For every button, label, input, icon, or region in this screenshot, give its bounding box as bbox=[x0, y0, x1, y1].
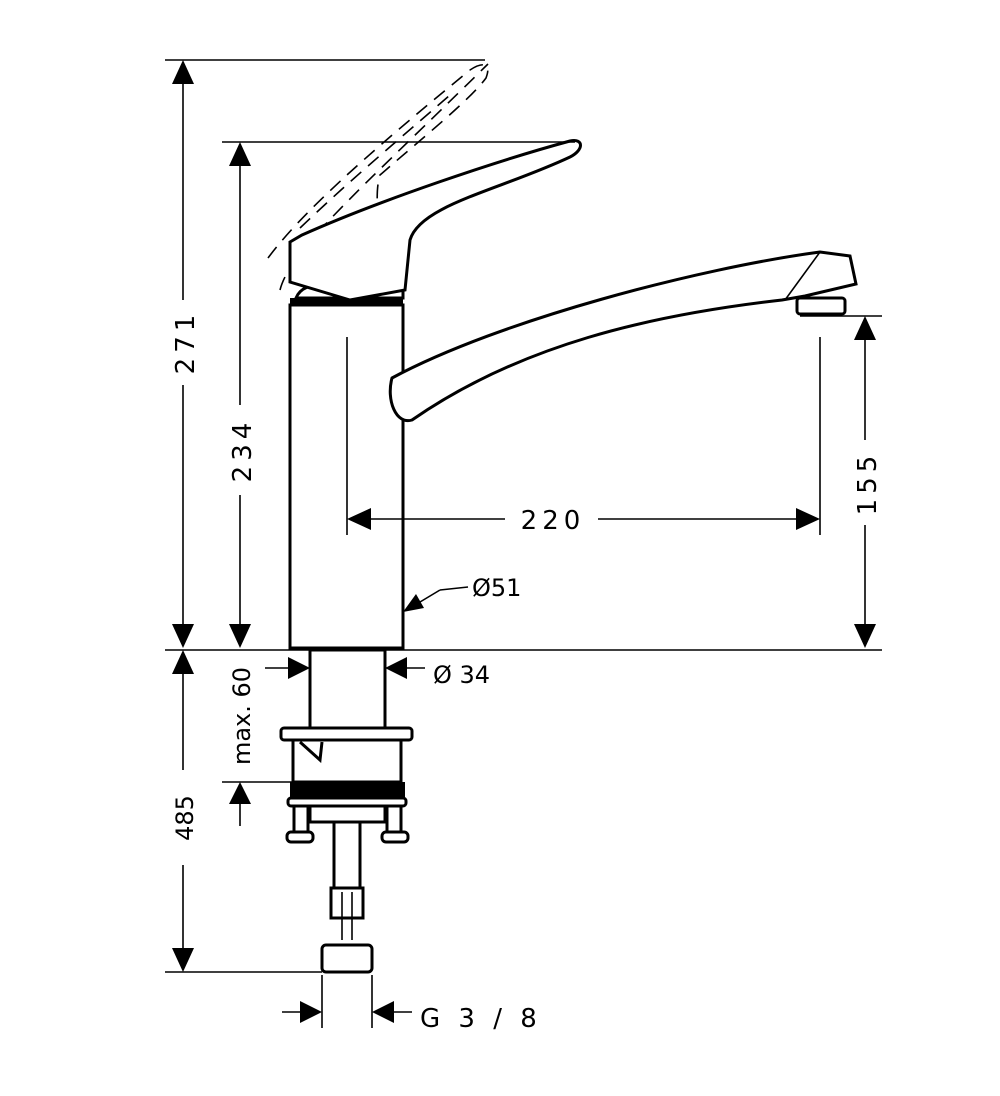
spout-reach-label: 220 bbox=[521, 506, 586, 536]
dimension-spout-height: 155 bbox=[800, 315, 883, 648]
dimension-max-counter-thickness: max. 60 bbox=[222, 667, 292, 826]
max-counter-thickness-label: max. 60 bbox=[228, 667, 256, 765]
spout-height-label: 155 bbox=[853, 451, 883, 516]
shank-diameter-label: Ø 34 bbox=[433, 661, 490, 689]
body-diameter-label: Ø51 bbox=[472, 574, 521, 602]
handle-open-position-dashed bbox=[267, 63, 489, 291]
handle-height-label: 234 bbox=[228, 418, 258, 483]
connection-thread-label: G 3 / 8 bbox=[420, 1004, 542, 1034]
mounting-assembly bbox=[279, 648, 414, 844]
total-height-label: 271 bbox=[171, 310, 201, 375]
dimension-total-height: 271 bbox=[165, 59, 485, 648]
dimension-handle-height: 234 bbox=[222, 141, 575, 648]
dimension-spout-reach: 220 bbox=[346, 337, 821, 536]
dimension-hose-length: 485 bbox=[165, 650, 322, 973]
hose-length-label: 485 bbox=[171, 795, 199, 841]
dimension-connection-thread: G 3 / 8 bbox=[282, 975, 542, 1034]
dimension-body-diameter: Ø51 bbox=[403, 574, 521, 612]
faucet-spout bbox=[388, 250, 858, 423]
faucet-handle bbox=[288, 139, 582, 302]
dimension-shank-diameter: Ø 34 bbox=[265, 657, 490, 689]
supply-hose bbox=[320, 820, 374, 974]
